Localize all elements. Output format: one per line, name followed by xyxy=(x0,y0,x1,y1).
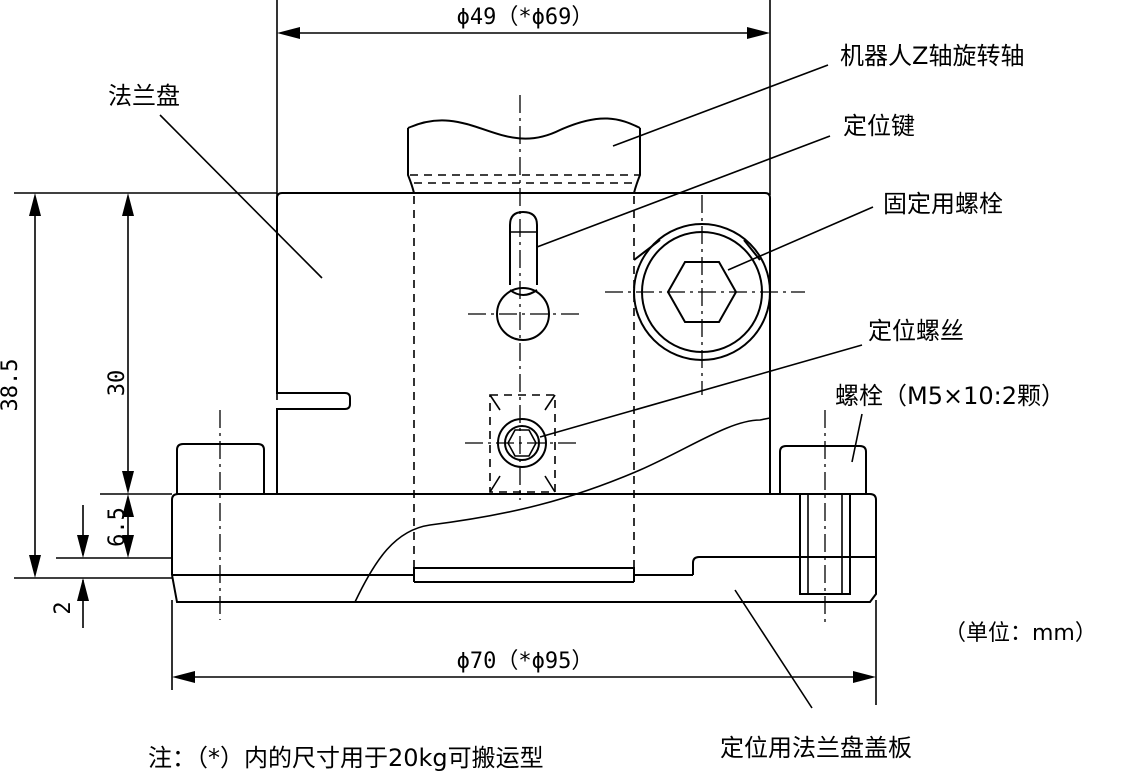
flange-label: 法兰盘 xyxy=(108,82,180,110)
leader-lines xyxy=(159,64,874,709)
plate-thickness-label: 6.5 xyxy=(105,507,130,547)
bolt-spec-label: 螺栓（M5×10:2颗） xyxy=(835,382,1065,410)
note-text: 注：（*）内的尺寸用于20kg可搬运型 xyxy=(148,744,544,772)
bottom-diameter-label: ϕ70（*ϕ95） xyxy=(457,649,594,674)
positioning-key-label: 定位键 xyxy=(843,112,915,140)
positioning-key-slot xyxy=(468,210,580,341)
base-plate xyxy=(171,417,877,603)
flange-body xyxy=(276,117,771,575)
fixing-bolt-label: 固定用螺栓 xyxy=(883,190,1003,218)
height-dimensions: 38.5 30 6.5 2 xyxy=(0,192,277,628)
positioning-screw xyxy=(465,394,580,493)
height-flange-label: 30 xyxy=(105,370,130,397)
gap-label: 2 xyxy=(51,601,76,614)
fixing-bolt-head xyxy=(605,195,805,395)
right-bolt xyxy=(779,410,867,625)
left-bolt-head xyxy=(176,410,265,620)
top-diameter-label: ϕ49（*ϕ69） xyxy=(457,5,594,30)
cover-plate-label: 定位用法兰盘盖板 xyxy=(720,734,912,762)
positioning-screw-label: 定位螺丝 xyxy=(868,317,964,345)
unit-label: （单位：mm） xyxy=(944,621,1097,646)
bottom-diameter-dimension: ϕ70（*ϕ95） xyxy=(171,600,877,705)
robot-z-shaft-label: 机器人Z轴旋转轴 xyxy=(840,42,1024,70)
height-total-label: 38.5 xyxy=(0,359,23,412)
